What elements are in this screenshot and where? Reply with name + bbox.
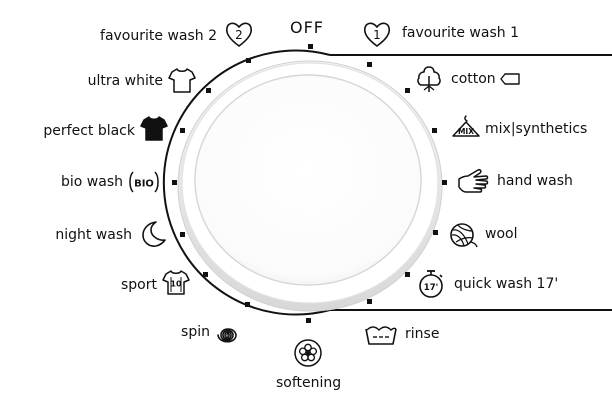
off-position-label[interactable]: OFF <box>290 18 324 37</box>
position-dot <box>245 302 250 307</box>
program-mix-synthetics-label[interactable]: mix|synthetics <box>485 121 588 137</box>
spiral-icon <box>217 328 237 343</box>
position-dot <box>306 318 311 323</box>
jersey-icon: 10 <box>162 270 190 295</box>
position-dot <box>246 58 251 63</box>
position-dot <box>432 128 437 133</box>
program-favourite-wash-2-label[interactable]: favourite wash 2 <box>100 28 217 44</box>
position-dot <box>308 44 313 49</box>
program-hand-wash-label[interactable]: hand wash <box>497 173 573 189</box>
position-dot <box>180 128 185 133</box>
program-bio-wash-label[interactable]: bio wash <box>61 174 123 190</box>
bio-icon: BIO <box>129 171 159 193</box>
heart-2-badge: 2 <box>235 28 243 42</box>
rinse-icon <box>365 326 397 345</box>
bio-badge: BIO <box>134 179 154 190</box>
moon-icon <box>142 221 166 247</box>
program-softening-label[interactable]: softening <box>276 375 342 391</box>
program-perfect-black-label[interactable]: perfect black <box>43 123 135 139</box>
position-dot <box>367 62 372 67</box>
mix-badge: MIX <box>458 127 474 136</box>
program-quick-wash-17-label[interactable]: quick wash 17' <box>454 276 559 292</box>
position-dot <box>172 180 177 185</box>
program-knob[interactable] <box>177 60 443 312</box>
position-dot <box>180 232 185 237</box>
hand-icon <box>458 169 489 193</box>
position-dots <box>172 44 447 323</box>
cotton-icon <box>417 66 441 92</box>
heart-1-badge: 1 <box>373 28 381 42</box>
position-dot <box>367 299 372 304</box>
stopwatch-icon: 17' <box>419 270 443 298</box>
program-cotton-label[interactable]: cotton <box>451 71 496 87</box>
position-dot <box>405 88 410 93</box>
jersey-badge: 10 <box>170 280 182 289</box>
program-night-wash-label[interactable]: night wash <box>55 227 132 243</box>
tag-icon <box>500 73 520 85</box>
position-dot <box>206 88 211 93</box>
heart-1-icon: 1 <box>363 22 391 47</box>
flower-icon <box>294 339 322 367</box>
program-wool-label[interactable]: wool <box>485 226 518 242</box>
white-tshirt-icon <box>168 68 196 93</box>
black-tshirt-icon <box>140 116 168 141</box>
wool-icon <box>450 223 478 248</box>
position-dot <box>203 272 208 277</box>
position-dot <box>433 230 438 235</box>
heart-2-icon: 2 <box>225 22 253 47</box>
position-dot <box>442 180 447 185</box>
program-favourite-wash-1-label[interactable]: favourite wash 1 <box>402 25 519 41</box>
program-rinse-label[interactable]: rinse <box>405 326 440 342</box>
mix-icon: MIX <box>452 115 480 137</box>
stopwatch-badge: 17' <box>424 283 438 293</box>
program-sport-label[interactable]: sport <box>121 277 157 293</box>
program-spin-label[interactable]: spin <box>181 324 210 340</box>
dial-ring-arc <box>162 49 331 316</box>
program-ultra-white-label[interactable]: ultra white <box>87 73 163 89</box>
position-dot <box>405 272 410 277</box>
